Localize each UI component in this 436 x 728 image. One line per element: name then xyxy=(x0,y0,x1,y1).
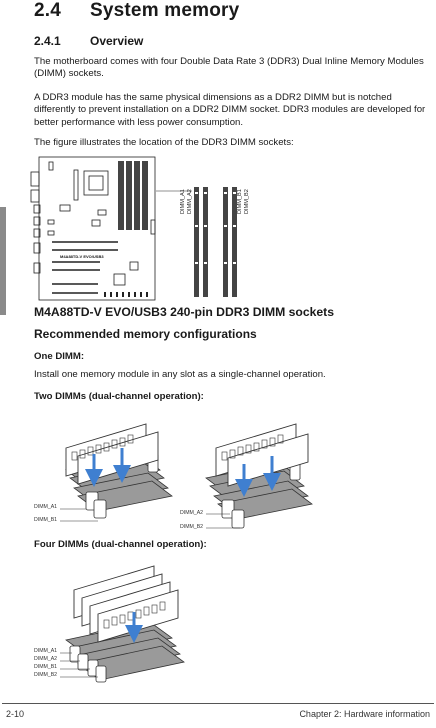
four-label-a1: DIMM_A1 xyxy=(34,648,58,654)
four-label-a2: DIMM_A2 xyxy=(34,656,58,662)
subsection-number: 2.4.1 xyxy=(34,34,61,48)
one-dimm-description: Install one memory module in any slot as… xyxy=(34,369,326,380)
four-label-b2: DIMM_B2 xyxy=(34,672,58,678)
two-right-label-a2: DIMM_A2 xyxy=(180,510,204,516)
two-left-label-b1: DIMM_B1 xyxy=(34,517,58,523)
board-silkscreen-label: M4A88TD-V EVO/USB3 xyxy=(60,254,104,259)
socket-label-a1: DIMM_A1 xyxy=(180,189,186,214)
footer-rule xyxy=(2,703,434,704)
recommended-heading: Recommended memory configurations xyxy=(34,327,257,341)
chapter-side-tab xyxy=(0,207,6,315)
two-dimms-heading: Two DIMMs (dual-channel operation): xyxy=(34,391,204,402)
two-right-label-b2: DIMM_B2 xyxy=(180,524,204,530)
figure-caption: M4A88TD-V EVO/USB3 240-pin DDR3 DIMM soc… xyxy=(34,305,335,319)
socket-label-b2: DIMM_B2 xyxy=(244,189,250,214)
socket-label-a2: DIMM_A2 xyxy=(187,189,193,214)
section-title: System memory xyxy=(90,0,240,21)
one-dimm-heading: One DIMM: xyxy=(34,351,85,362)
four-dimms-heading: Four DIMMs (dual-channel operation): xyxy=(34,539,207,550)
section-number: 2.4 xyxy=(34,0,62,21)
subsection-title: Overview xyxy=(90,34,144,48)
socket-label-b1: DIMM_B1 xyxy=(237,189,243,214)
subsection-heading: 2.4.1 Overview xyxy=(34,34,143,48)
two-left-label-a1: DIMM_A1 xyxy=(34,504,58,510)
paragraph-figure-intro: The figure illustrates the location of t… xyxy=(34,137,294,148)
paragraph-intro: The motherboard comes with four Double D… xyxy=(34,56,424,80)
motherboard-figure: M4A88TD-V EVO/USB3 DIMM_A1 DIMM_A2 DIMM_… xyxy=(30,156,250,301)
paragraph-ddr3: A DDR3 module has the same physical dime… xyxy=(34,92,426,128)
footer-page-number: 2-10 xyxy=(6,709,25,719)
section-heading: 2.4 System memory xyxy=(34,0,239,22)
footer-chapter: Chapter 2: Hardware information xyxy=(299,709,430,719)
four-label-b1: DIMM_B1 xyxy=(34,664,58,670)
